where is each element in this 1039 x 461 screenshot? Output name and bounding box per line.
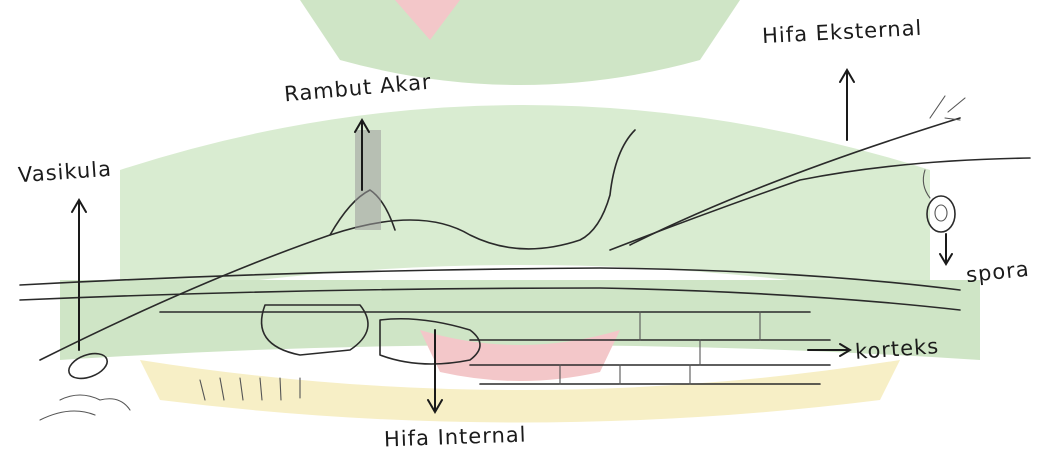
arrow-spora: [940, 234, 952, 264]
label-hifa-internal: Hifa Internal: [384, 423, 527, 452]
spore: [927, 196, 955, 232]
cortex-layer-2: [20, 288, 960, 310]
root-epidermis-line: [40, 130, 635, 360]
spore-stalk: [923, 170, 930, 198]
arrow-hifa-eksternal: [840, 70, 854, 140]
cortex-cell-walls: [560, 312, 760, 384]
spore-core: [935, 205, 947, 221]
cortex-layer-1: [20, 268, 960, 290]
hifa-eksternal-strand: [610, 158, 1030, 250]
arrow-vasikula: [72, 200, 86, 350]
soil-particles: [40, 395, 130, 420]
cortex-cell-vesicle: [380, 319, 480, 364]
root-hair-shading: [355, 130, 381, 230]
arrow-hifa-internal: [428, 330, 442, 412]
vesicle: [65, 349, 110, 383]
hifa-tip: [930, 96, 965, 120]
cortex-hatching: [200, 378, 300, 400]
arrow-korteks: [808, 344, 850, 356]
